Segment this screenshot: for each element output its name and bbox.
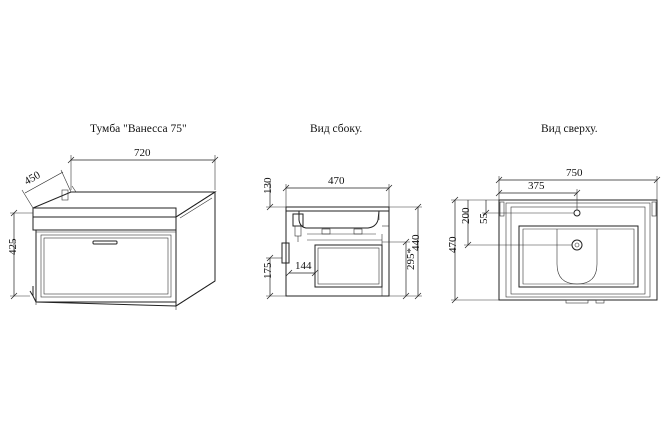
- drawer-front: [35, 229, 177, 303]
- siphon: [292, 213, 304, 227]
- side-body: [285, 206, 390, 297]
- dim-side-depth: 470: [328, 175, 345, 187]
- top-basin-bowl: [556, 229, 598, 285]
- dim-top-half: 375: [528, 180, 545, 192]
- dim-side-top: 130: [262, 177, 274, 194]
- dim-top-offset: 55: [478, 213, 490, 225]
- dim-side-drawer: 295*: [405, 248, 417, 270]
- top-sink-outline: [518, 225, 639, 288]
- side-drawer-box: [314, 244, 383, 288]
- dim-top-depth: 470: [447, 236, 459, 253]
- cabinet-top-band: [32, 207, 177, 231]
- front-view-title: Тумба "Ванесса 75": [90, 123, 187, 135]
- side-back-mount: [281, 242, 290, 264]
- dim-side-bottom: 175: [262, 262, 274, 279]
- drain-hole: [571, 239, 583, 251]
- sink-basin-profile: [298, 210, 380, 229]
- side-view: 470 130 175 144 295* 440: [262, 175, 422, 300]
- dim-front-width: 720: [134, 147, 151, 159]
- dim-top-inner: 200: [460, 207, 472, 224]
- drawer-handle: [92, 240, 118, 245]
- cabinet-side-panel: [175, 191, 216, 307]
- faucet-hole: [573, 209, 581, 217]
- dim-side-total: 440: [410, 234, 422, 251]
- dim-front-height: 425: [7, 238, 19, 255]
- top-view-title: Вид сверху.: [541, 123, 598, 135]
- dim-side-inner: 144: [295, 260, 312, 272]
- dim-top-width: 750: [566, 167, 583, 179]
- side-view-title: Вид сбоку.: [310, 123, 362, 135]
- front-view: 720 450 425: [7, 147, 219, 310]
- top-handle: [565, 299, 589, 304]
- top-view: 750 375 470 200 55: [447, 167, 661, 304]
